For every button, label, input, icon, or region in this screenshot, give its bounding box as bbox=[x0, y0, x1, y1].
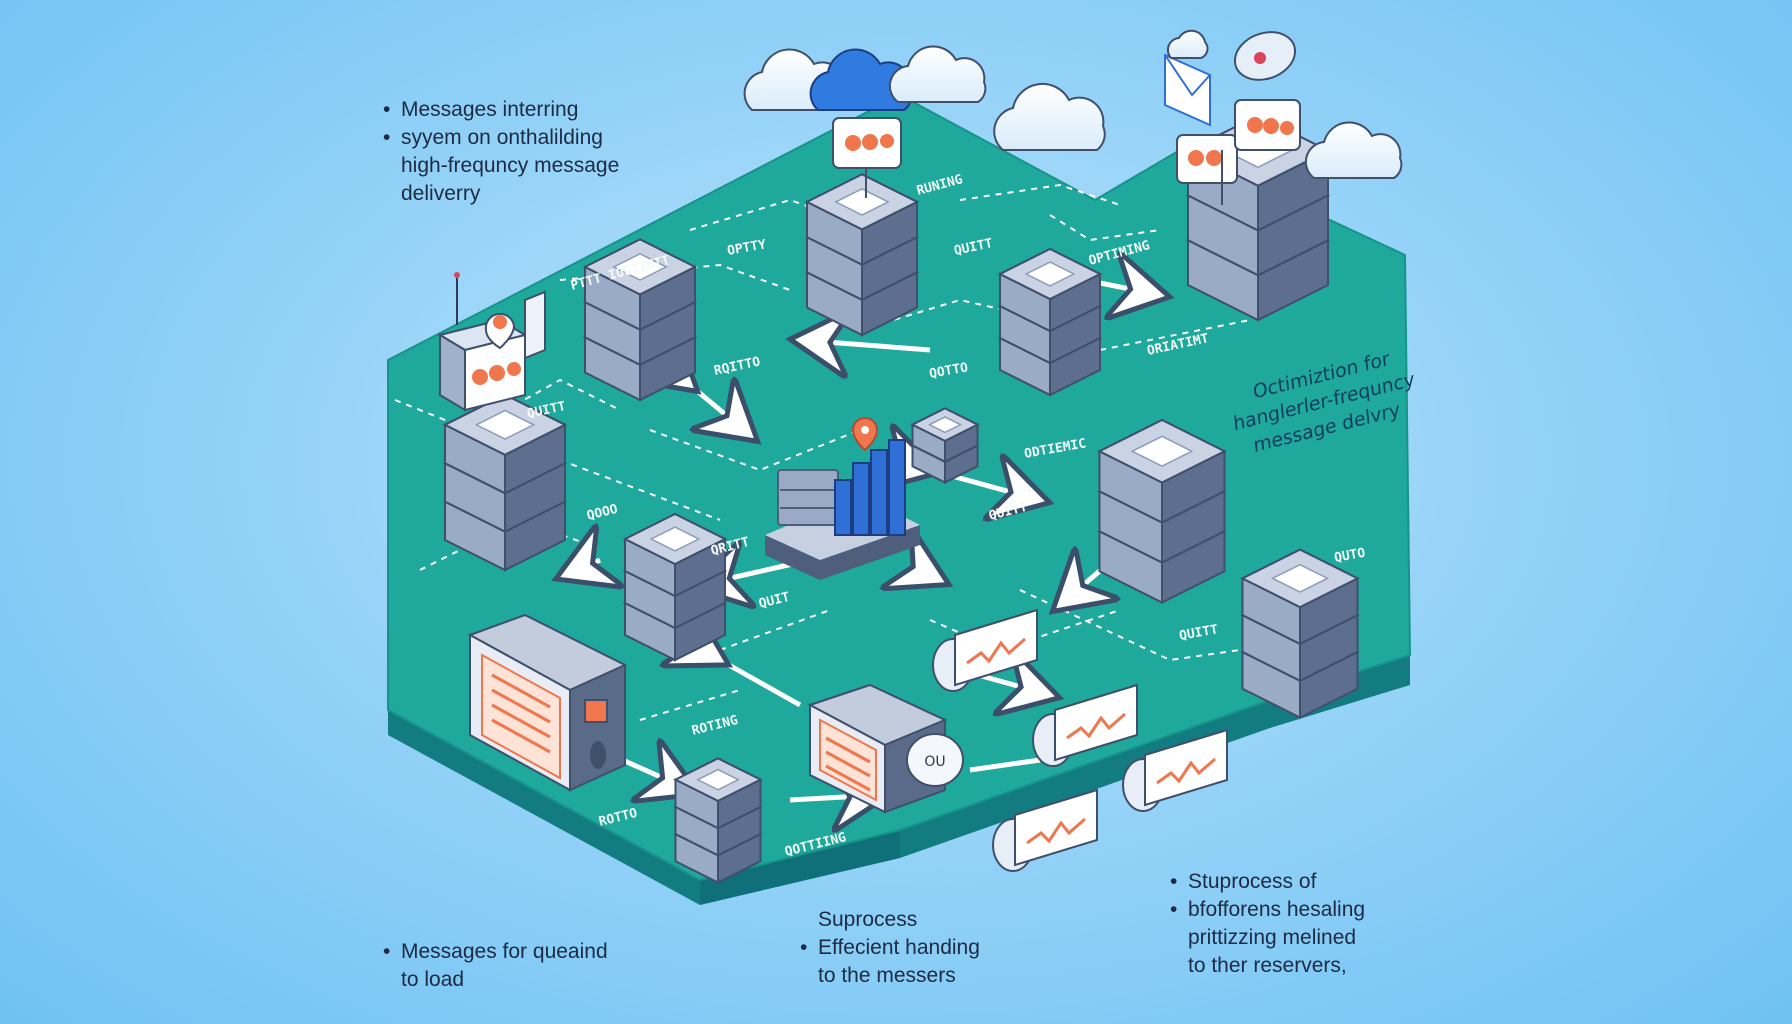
cloud-icon bbox=[1304, 121, 1403, 179]
hub-badge-label: OU bbox=[924, 754, 945, 770]
note-line: Suprocess bbox=[818, 908, 918, 931]
cloud-icon bbox=[993, 82, 1106, 151]
note-line: •Messages for queaind bbox=[383, 940, 608, 963]
server-stack bbox=[997, 247, 1103, 397]
note-line: •Messages interring bbox=[383, 98, 579, 121]
note-line: to ther reservers, bbox=[1188, 954, 1347, 977]
processing-box: OU bbox=[807, 683, 964, 814]
message-bubble-top-right bbox=[1164, 31, 1301, 205]
note-line: prittizzing melined bbox=[1188, 926, 1357, 949]
note-line: •Stuprocess of bbox=[1170, 870, 1317, 893]
note-line: high-frequncy message bbox=[401, 154, 620, 177]
message-queue-box bbox=[467, 613, 628, 792]
note-bottom-right: •Stuprocess of •bfofforens hesaling prit… bbox=[1170, 868, 1365, 980]
server-stack bbox=[1097, 418, 1227, 605]
note-line: •Effecient handing bbox=[800, 936, 980, 959]
message-cards bbox=[932, 608, 1228, 872]
note-line: deliverry bbox=[401, 182, 481, 205]
flow-arrows bbox=[565, 275, 1160, 800]
hub-badge bbox=[906, 733, 964, 787]
bar-1 bbox=[834, 479, 852, 536]
server-stack bbox=[673, 757, 763, 885]
server-stack bbox=[910, 407, 980, 485]
route-label: QUITT bbox=[1178, 622, 1219, 644]
route-label: OPTTY bbox=[726, 237, 767, 259]
route-label: QOOO bbox=[585, 502, 619, 524]
bar-3 bbox=[870, 449, 888, 536]
note-line: to load bbox=[401, 968, 465, 991]
message-card bbox=[932, 608, 1038, 692]
note-bottom-left: •Messages for queaind to load bbox=[383, 938, 608, 994]
note-top-left: •Messages interring •syyem on onthalildi… bbox=[383, 96, 619, 208]
note-line: •bfofforens hesaling bbox=[1170, 898, 1366, 921]
clouds bbox=[743, 29, 1403, 179]
server-stack bbox=[622, 512, 728, 662]
cloud-icon bbox=[1166, 29, 1209, 59]
server-stacks bbox=[442, 114, 1360, 885]
server-stack bbox=[804, 173, 920, 337]
note-bottom-center: Suprocess •Effecient handing to the mess… bbox=[800, 906, 980, 990]
location-pin-icon bbox=[493, 315, 507, 329]
note-line: to the messers bbox=[818, 964, 956, 987]
bar-2 bbox=[852, 462, 870, 536]
cloud-icon bbox=[888, 45, 987, 103]
server-stack bbox=[1240, 548, 1360, 720]
bar-4 bbox=[888, 439, 906, 536]
server-stack bbox=[442, 393, 568, 572]
route-label: QUTO bbox=[1333, 546, 1367, 566]
message-card bbox=[992, 788, 1098, 872]
message-card bbox=[1032, 683, 1138, 767]
route-label: QUIT bbox=[757, 590, 791, 612]
route-label: QOTTO bbox=[928, 360, 969, 382]
analytics-hub bbox=[765, 417, 920, 580]
note-line: •syyem on onthalilding bbox=[383, 126, 603, 149]
message-card bbox=[1122, 728, 1228, 812]
message-bubble-top-center bbox=[832, 117, 902, 198]
server-stack bbox=[582, 238, 698, 402]
router-device bbox=[437, 272, 546, 412]
